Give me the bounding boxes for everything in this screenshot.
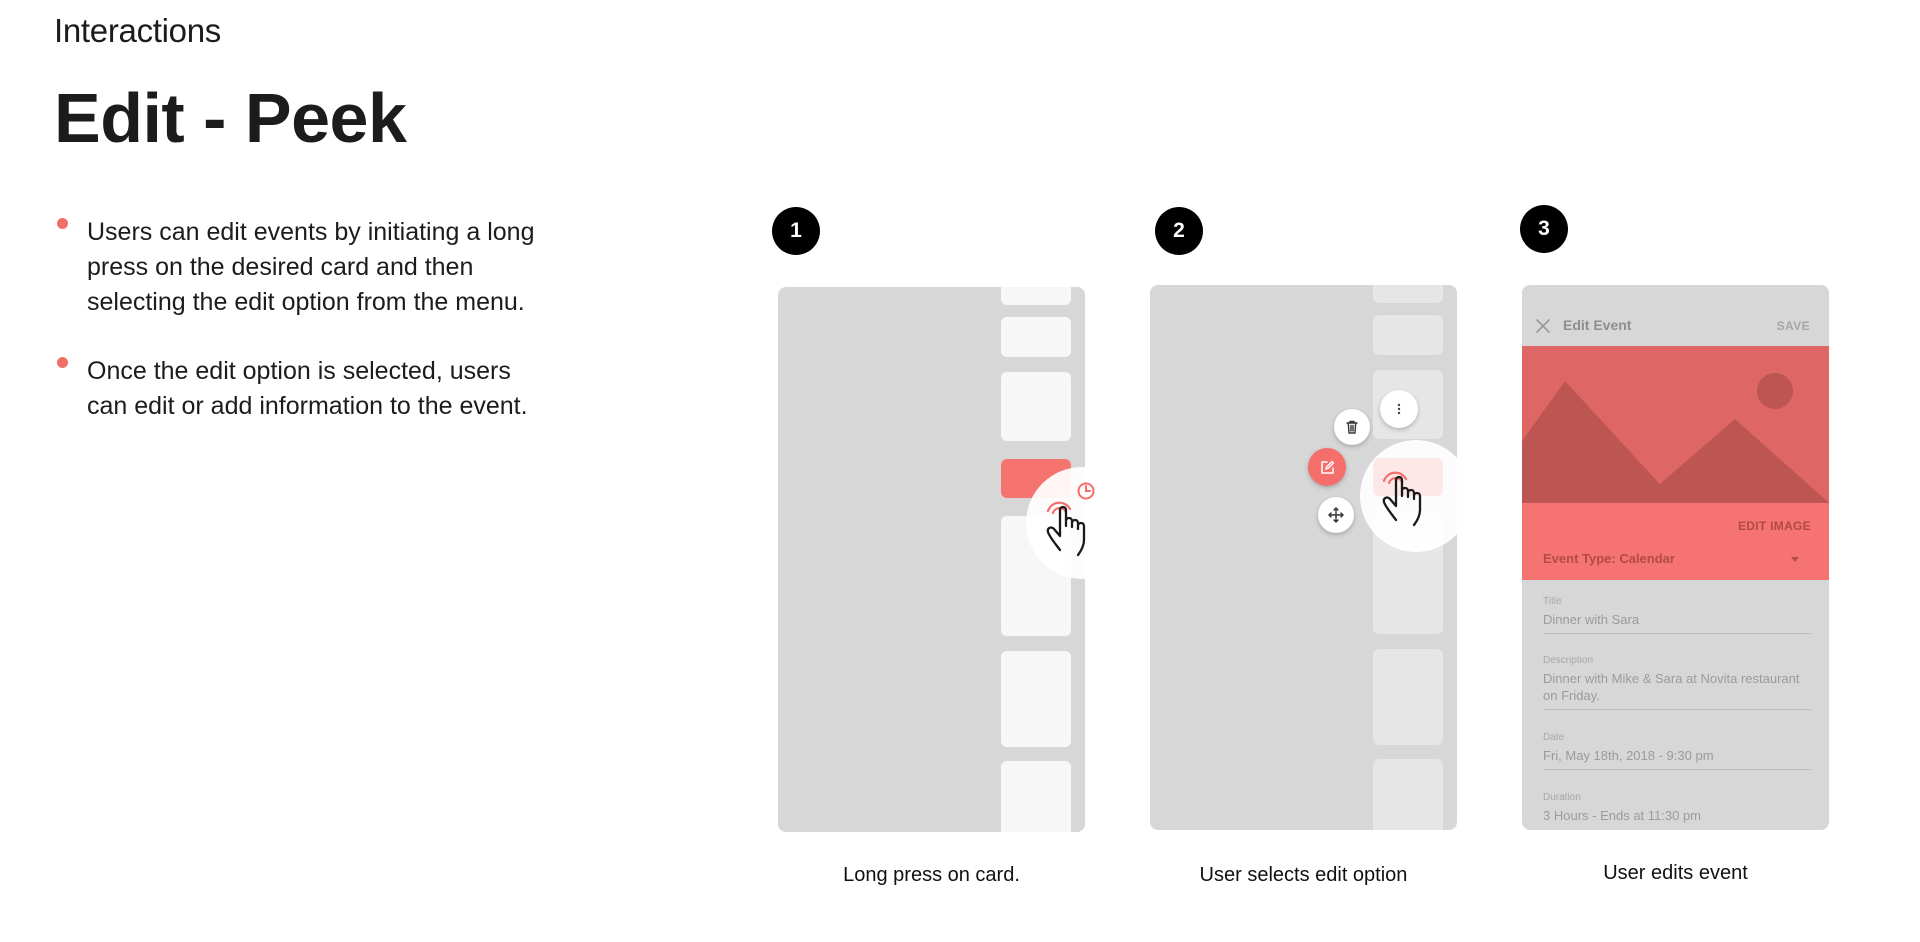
date-field[interactable]: Date Fri, May 18th, 2018 - 9:30 pm xyxy=(1543,732,1811,770)
description-field[interactable]: Description Dinner with Mike & Sara at N… xyxy=(1543,655,1811,710)
step-2-badge: 2 xyxy=(1155,207,1203,255)
field-label: Duration xyxy=(1543,792,1581,803)
edit-icon xyxy=(1320,460,1334,474)
bullet-dot xyxy=(57,218,68,229)
event-card[interactable] xyxy=(1001,761,1071,832)
edit-image-button[interactable]: EDIT IMAGE xyxy=(1737,519,1811,533)
event-card[interactable] xyxy=(1001,651,1071,747)
event-card[interactable] xyxy=(1373,759,1443,830)
hand-press-icon xyxy=(1046,482,1095,557)
step-1-badge: 1 xyxy=(772,207,820,255)
field-value: Fri, May 18th, 2018 - 9:30 pm xyxy=(1543,748,1714,763)
field-value: Dinner with Sara xyxy=(1543,612,1640,627)
move-icon xyxy=(1328,507,1344,523)
event-type-select[interactable]: Event Type: Calendar xyxy=(1543,551,1675,566)
bullet-item: Users can edit events by initiating a lo… xyxy=(54,215,554,320)
event-card[interactable] xyxy=(1373,649,1443,745)
section-label: Interactions xyxy=(54,12,221,49)
bullet-text: Users can edit events by initiating a lo… xyxy=(87,218,535,316)
step-3-badge: 3 xyxy=(1520,205,1568,253)
delete-button[interactable] xyxy=(1334,409,1370,445)
field-label: Date xyxy=(1543,732,1565,743)
field-label: Title xyxy=(1543,596,1562,607)
step-1-caption: Long press on card. xyxy=(843,864,1020,886)
step-2-caption: User selects edit option xyxy=(1199,864,1408,886)
hand-press-icon xyxy=(1382,471,1422,527)
event-card[interactable] xyxy=(1001,317,1071,357)
field-value: 3 Hours - Ends at 11:30 pm xyxy=(1543,808,1702,823)
image-placeholder-icon xyxy=(1522,373,1829,503)
duration-field[interactable]: Duration 3 Hours - Ends at 11:30 pm xyxy=(1543,792,1811,829)
edit-header: Edit Event SAVE xyxy=(1522,285,1829,346)
step-3-caption: User edits event xyxy=(1603,862,1748,884)
more-vert-icon xyxy=(1397,403,1401,415)
close-icon[interactable] xyxy=(1535,318,1551,334)
bullet-text: Once the edit option is selected, users … xyxy=(87,357,528,420)
move-button[interactable] xyxy=(1318,497,1354,533)
bullet-dot xyxy=(57,357,68,368)
page-title: Edit - Peek xyxy=(54,79,407,157)
edit-title: Edit Event xyxy=(1563,317,1632,333)
step-3-screen: Edit Event SAVE EDIT IMAGE Event Type: C… xyxy=(1522,285,1829,830)
dropdown-icon xyxy=(1791,557,1799,562)
event-image xyxy=(1522,346,1829,503)
bullet-item: Once the edit option is selected, users … xyxy=(54,354,554,424)
step-2-screen xyxy=(1150,285,1457,830)
event-card[interactable] xyxy=(1001,372,1071,441)
save-button[interactable]: SAVE xyxy=(1776,319,1810,333)
title-field[interactable]: Title Dinner with Sara xyxy=(1543,596,1811,634)
event-type-bar: EDIT IMAGE Event Type: Calendar xyxy=(1522,503,1829,580)
event-card[interactable] xyxy=(1373,315,1443,355)
field-label: Description xyxy=(1543,655,1594,666)
bullet-list: Users can edit events by initiating a lo… xyxy=(54,215,554,458)
event-card[interactable] xyxy=(1001,287,1071,305)
field-value: Dinner with Mike & Sara at Novita restau… xyxy=(1543,671,1800,703)
event-card[interactable] xyxy=(1373,285,1443,303)
more-options-button[interactable] xyxy=(1380,390,1418,428)
trash-icon xyxy=(1346,420,1358,434)
edit-button[interactable] xyxy=(1308,448,1346,486)
